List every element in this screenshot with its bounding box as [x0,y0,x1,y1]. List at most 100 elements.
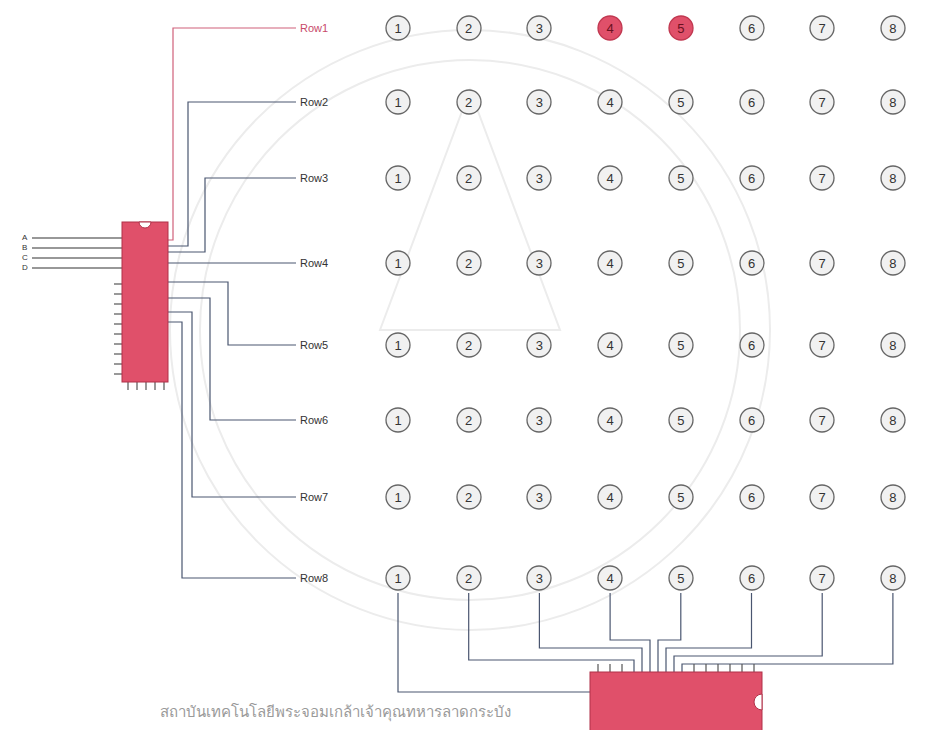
led-number: 4 [597,484,623,510]
led-number: 2 [456,250,482,276]
led-shape [598,333,622,357]
input-wire [32,247,122,248]
led-circle: 5 [668,15,694,41]
led-shape [598,408,622,432]
led-circle: 6 [739,484,765,510]
led-circle: 4 [597,565,623,591]
led-circle: 3 [526,407,552,433]
row-wires [168,28,296,578]
pin [114,283,122,284]
led-circle: 2 [456,565,482,591]
led-shape [669,16,693,40]
pin [114,313,122,314]
column-wire [610,593,650,672]
led-shape [810,408,834,432]
led-shape [457,16,481,40]
led-shape [598,251,622,275]
led-circle: 3 [526,250,552,276]
column-wire [682,593,893,672]
led-number: 7 [809,15,835,41]
led-number: 7 [809,250,835,276]
led-number: 4 [597,15,623,41]
input-wires [32,238,122,268]
led-shape [527,166,551,190]
pin [114,353,122,354]
led-shape [881,408,905,432]
pin [693,664,694,672]
led-circle: 1 [385,332,411,358]
led-shape [386,408,410,432]
led-number: 2 [456,15,482,41]
led-shape [881,333,905,357]
column-driver-chip [590,672,762,730]
led-number: 5 [668,15,694,41]
led-circle: 5 [668,165,694,191]
led-shape [669,90,693,114]
led-shape [669,485,693,509]
input-pin-name: D [22,264,28,272]
row-wire [168,322,296,578]
input-pin-name: C [22,254,28,262]
led-number: 6 [739,484,765,510]
led-number: 8 [880,15,906,41]
led-circle: 7 [809,565,835,591]
led-number: 1 [385,407,411,433]
led-shape [740,566,764,590]
led-circle: 4 [597,407,623,433]
led-circle: 2 [456,407,482,433]
led-shape [740,408,764,432]
column-wire [658,593,681,672]
led-circle: 7 [809,332,835,358]
led-number: 2 [456,484,482,510]
led-number: 5 [668,165,694,191]
led-shape [881,166,905,190]
column-wire [469,593,634,672]
row-wire [168,262,296,263]
led-circle: 7 [809,250,835,276]
led-shape [881,16,905,40]
input-pin-name: A [22,234,27,242]
led-shape [740,166,764,190]
led-number: 4 [597,165,623,191]
led-number: 7 [809,332,835,358]
led-number: 7 [809,484,835,510]
led-number: 7 [809,565,835,591]
led-number: 1 [385,250,411,276]
led-number: 3 [526,165,552,191]
row-label: Row8 [300,573,328,584]
led-shape [457,251,481,275]
pin [729,664,730,672]
pin [154,382,155,390]
pin [114,333,122,334]
led-number: 6 [739,250,765,276]
pin [163,382,164,390]
led-number: 5 [668,89,694,115]
led-shape [881,566,905,590]
chip-notch [139,222,151,228]
pin [136,382,137,390]
led-circle: 6 [739,165,765,191]
column-wire [666,593,752,672]
chip-body [122,222,168,382]
pin [609,664,610,672]
row-label: Row1 [300,23,328,34]
led-number: 3 [526,565,552,591]
led-number: 3 [526,250,552,276]
led-circle: 8 [880,165,906,191]
led-number: 3 [526,484,552,510]
led-number: 7 [809,165,835,191]
pin [114,363,122,364]
led-circle: 8 [880,89,906,115]
led-shape [457,566,481,590]
pin [114,343,122,344]
led-shape [669,333,693,357]
led-circle: 1 [385,250,411,276]
led-circle: 4 [597,250,623,276]
led-number: 6 [739,165,765,191]
led-shape [598,16,622,40]
led-shape [386,251,410,275]
column-wire [539,593,642,672]
seal-watermark [170,30,770,630]
